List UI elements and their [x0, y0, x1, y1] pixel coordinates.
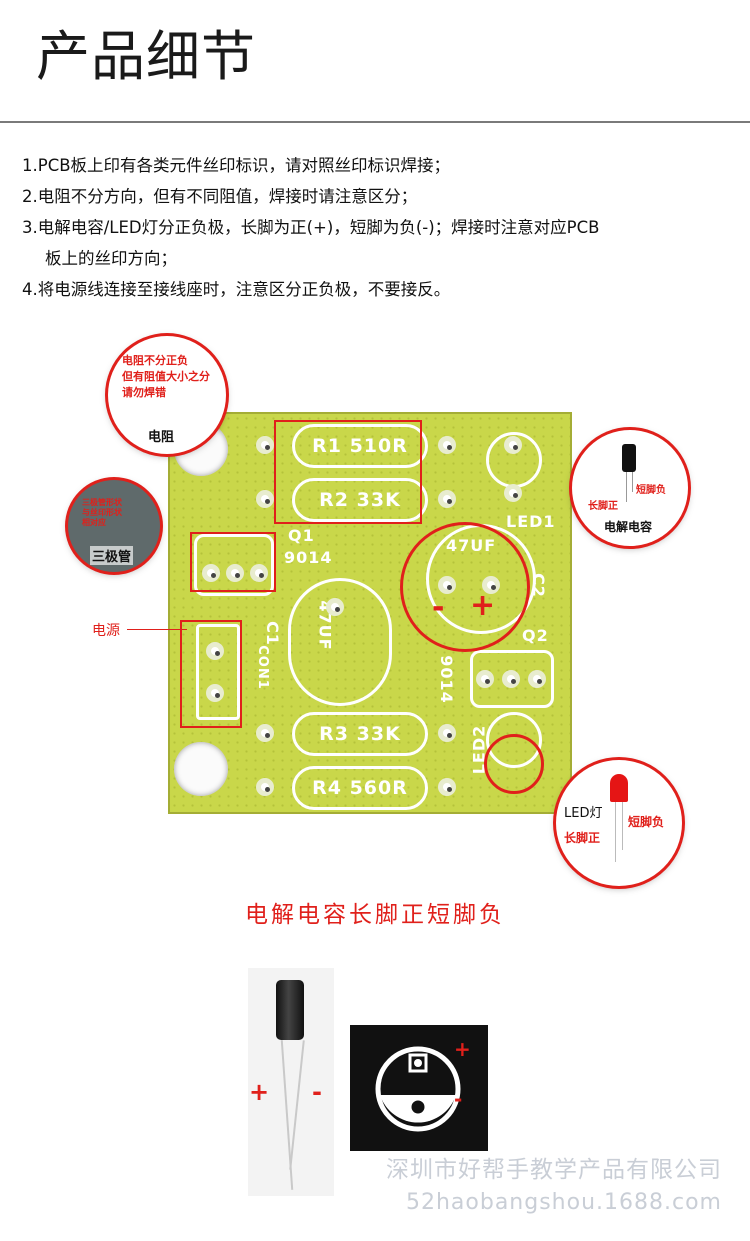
callout-capacitor: 长脚正 短脚负 电解电容 [572, 430, 688, 546]
capacitor-minus: - [312, 1078, 322, 1106]
url-watermark: 52haobangshou.1688.com [405, 1190, 722, 1215]
silk-r4: R4 560R [292, 766, 428, 810]
silk-plus: + [454, 1037, 471, 1061]
silk-q2-outline [470, 650, 554, 708]
note-3: 3.电解电容/LED灯分正负极，长脚为正(+)，短脚为负(-)；焊接时注意对应P… [22, 218, 600, 268]
silk-r3: R3 33K [292, 712, 428, 756]
pad [438, 490, 456, 508]
highlight-c2 [400, 522, 530, 652]
silkscreen-photo: + - [350, 1025, 488, 1151]
silk-minus: - [454, 1087, 463, 1111]
page-title: 产品细节 [36, 25, 256, 88]
highlight-resistors [274, 420, 422, 524]
pad [206, 684, 224, 702]
pad [504, 484, 522, 502]
highlight-led2 [484, 734, 544, 794]
pad [256, 778, 274, 796]
power-label: 电源 [92, 623, 120, 639]
capacitor-silk-icon [375, 1046, 461, 1132]
pad [256, 724, 274, 742]
pad [250, 564, 268, 582]
led-icon [610, 774, 628, 802]
callout-led: LED灯 长脚正 短脚负 [556, 760, 682, 886]
callout-capacitor-label: 电解电容 [604, 520, 653, 534]
silk-led1: LED1 [506, 512, 556, 531]
pad [504, 436, 522, 454]
capacitor-plus: + [249, 1078, 270, 1106]
section-subhead: 电解电容长脚正短脚负 [245, 902, 505, 928]
silk-r2: R2 33K [292, 478, 428, 522]
company-watermark: 深圳市好帮手教学产品有限公司 [386, 1157, 722, 1183]
pad [438, 778, 456, 796]
silk-q2: Q2 [522, 626, 549, 645]
pad [256, 490, 274, 508]
callout-transistor: 三极管形状 与丝印形状 相对应 三极管 [68, 480, 160, 572]
c2-plus-mark: + [470, 588, 496, 623]
pad [438, 724, 456, 742]
note-1: 1.PCB板上印有各类元件丝印标识，请对照丝印标识焊接； [22, 156, 451, 175]
note-2: 2.电阻不分方向，但有不同阻值，焊接时请注意区分； [22, 187, 418, 206]
callout-led-label: LED灯 [564, 806, 603, 821]
highlight-q1 [190, 532, 276, 592]
capacitor-body [276, 980, 304, 1040]
callout-resistor: 电阻不分正负 但有阻值大小之分 请勿焊错 电阻 [108, 336, 226, 454]
pad [206, 642, 224, 660]
notes-list: 1.PCB板上印有各类元件丝印标识，请对照丝印标识焊接； 2.电阻不分方向，但有… [22, 150, 744, 305]
silk-con-outline [196, 624, 240, 720]
silk-c2: C2 [528, 573, 548, 598]
silk-q1-part: 9014 [284, 548, 333, 567]
silk-con: CON1 [254, 645, 270, 690]
callout-resistor-label: 电阻 [148, 430, 175, 445]
note-4: 4.将电源线连接至接线座时，注意区分正负极，不要接反。 [22, 280, 451, 299]
pad [256, 436, 274, 454]
pad [502, 670, 520, 688]
silk-q2-part: 9014 [436, 655, 456, 704]
mount-hole [174, 742, 228, 796]
silk-q1-outline [194, 534, 274, 596]
power-leader-line [127, 629, 187, 630]
silk-r1: R1 510R [292, 424, 428, 468]
pad [476, 670, 494, 688]
capacitor-photo [248, 968, 334, 1196]
silk-q1: Q1 [288, 526, 315, 545]
pcb-figure: R1 510R R2 33K R3 33K R4 560R Q1 9014 47… [0, 330, 750, 890]
silk-c1: C1 [262, 621, 282, 646]
capacitor-icon [622, 444, 636, 472]
divider [0, 121, 750, 123]
pad [202, 564, 220, 582]
callout-transistor-label: 三极管 [90, 546, 134, 565]
c2-minus-mark: - [432, 590, 445, 625]
silk-c1-outline [288, 578, 392, 706]
pad [438, 436, 456, 454]
highlight-con [180, 620, 242, 728]
pad [528, 670, 546, 688]
pad [326, 598, 344, 616]
pad [226, 564, 244, 582]
